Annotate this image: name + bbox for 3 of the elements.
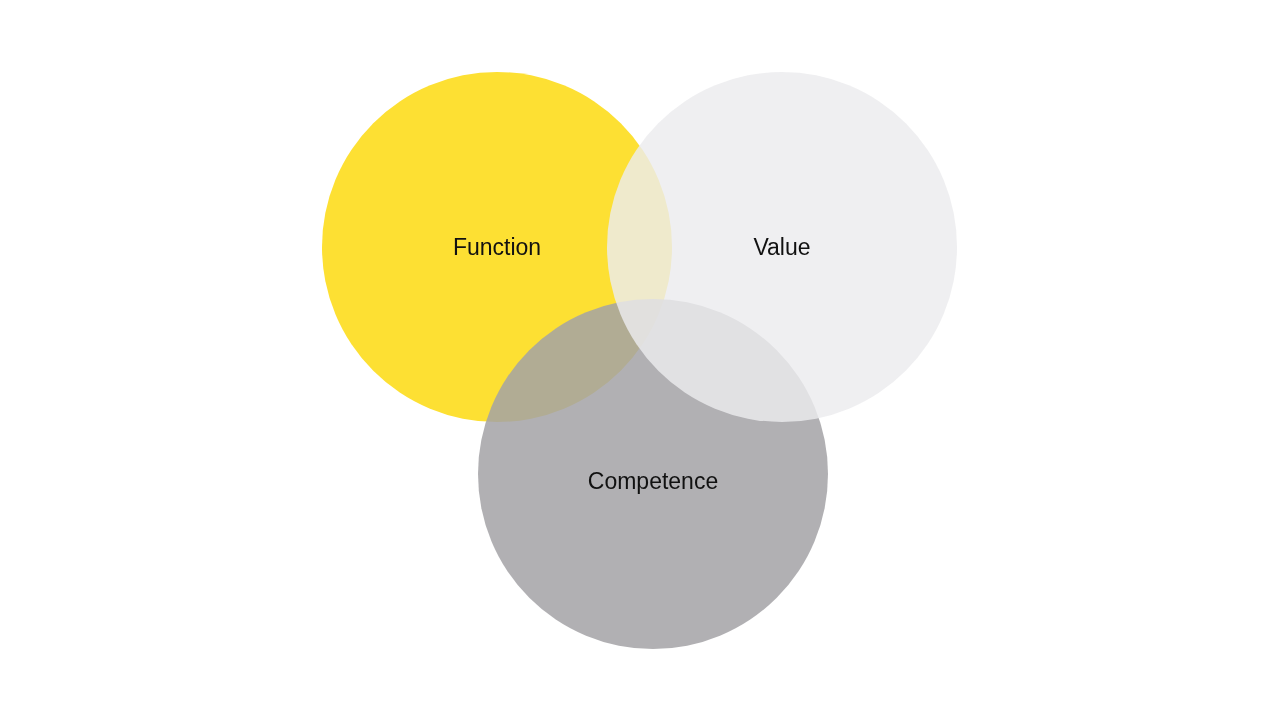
circle-label: Function (452, 233, 542, 261)
circle-label: Value (753, 233, 811, 261)
circle-label: Competence (587, 467, 719, 495)
